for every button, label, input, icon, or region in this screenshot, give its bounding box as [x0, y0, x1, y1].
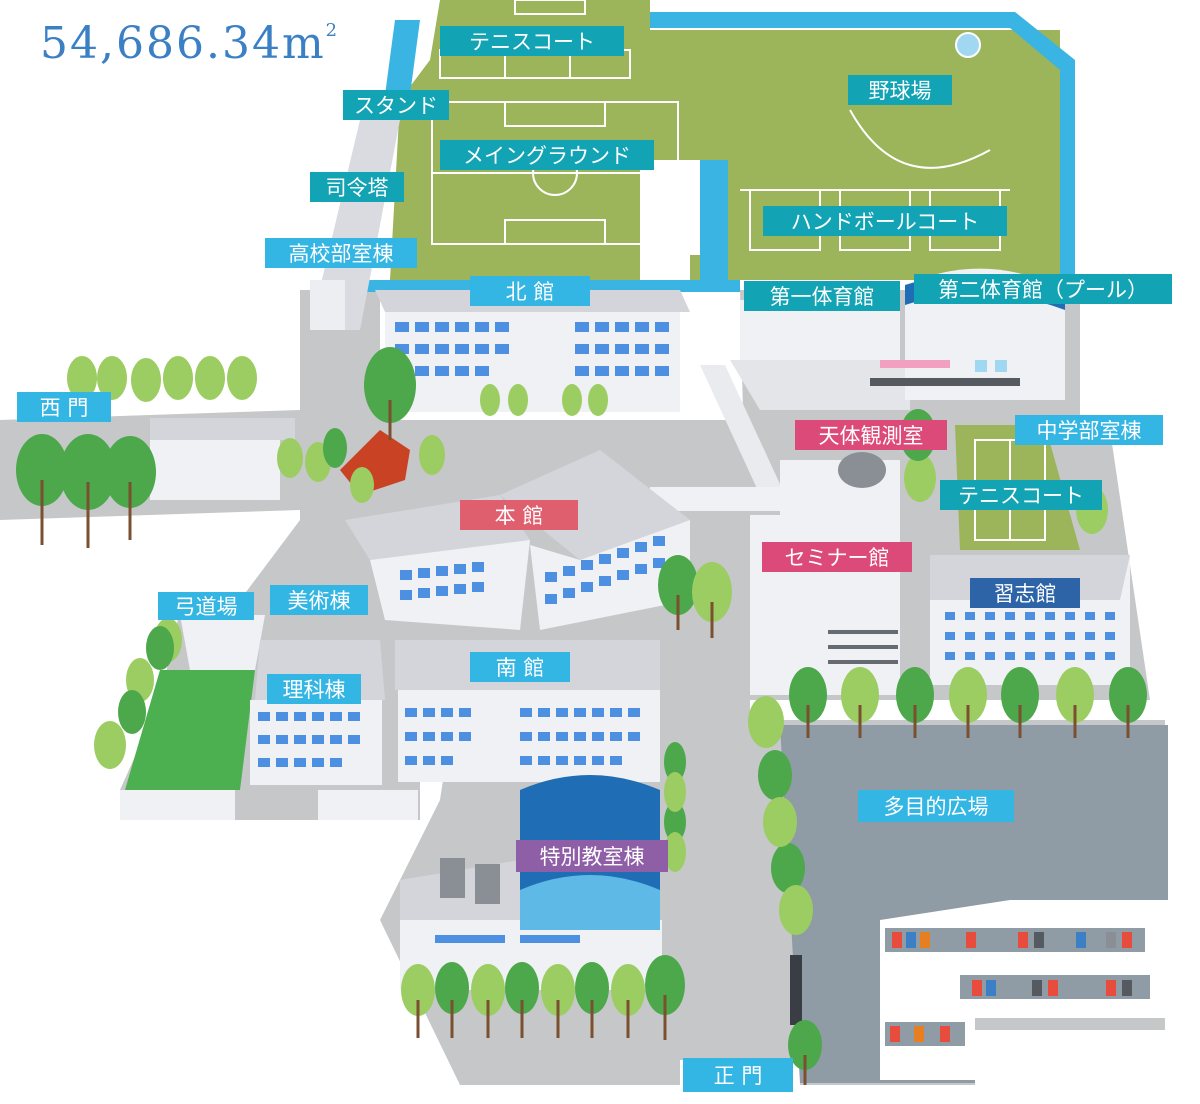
label-kyudojo[interactable]: 弓道場 — [158, 592, 254, 620]
label-gym1[interactable]: 第一体育館 — [744, 281, 900, 311]
label-seminar-hall[interactable]: セミナー館 — [762, 542, 912, 572]
site-area-value: 54,686.34 — [40, 18, 282, 69]
tree-trunks — [40, 400, 1130, 1085]
site-area-unit: m — [281, 18, 326, 69]
label-baseball[interactable]: 野球場 — [848, 75, 952, 105]
archery-field — [125, 670, 255, 790]
trees — [16, 347, 1147, 1085]
label-south-hall[interactable]: 南 館 — [470, 652, 570, 682]
label-science-building[interactable]: 理科棟 — [267, 674, 361, 704]
label-special-classroom[interactable]: 特別教室棟 — [516, 840, 668, 872]
tree — [789, 667, 1147, 723]
label-main-gate[interactable]: 正 門 — [683, 1058, 793, 1092]
label-handball-court[interactable]: ハンドボールコート — [763, 206, 1007, 236]
label-tennis-court-north[interactable]: テニスコート — [440, 26, 624, 56]
tree — [277, 384, 608, 503]
label-gym2[interactable]: 第二体育館（プール） — [914, 274, 1172, 304]
tree — [664, 742, 822, 1070]
label-jhs-club-building[interactable]: 中学部室棟 — [1015, 415, 1163, 445]
tree — [364, 347, 416, 423]
label-shushikan[interactable]: 習志館 — [970, 578, 1080, 608]
label-multipurpose-plaza[interactable]: 多目的広場 — [858, 790, 1014, 822]
tree — [435, 955, 685, 1015]
label-west-gate[interactable]: 西 門 — [17, 392, 111, 422]
tree — [664, 772, 813, 935]
label-observatory[interactable]: 天体観測室 — [795, 420, 947, 450]
tree — [401, 964, 645, 1016]
label-main-hall[interactable]: 本 館 — [460, 500, 578, 530]
label-hs-club-building[interactable]: 高校部室棟 — [265, 238, 417, 268]
tree — [94, 454, 1108, 769]
label-north-hall[interactable]: 北 館 — [470, 276, 590, 306]
tree — [748, 667, 1094, 748]
label-command-tower[interactable]: 司令塔 — [310, 172, 404, 202]
site-area-unit-sup: 2 — [325, 20, 340, 41]
label-stand[interactable]: スタンド — [343, 90, 449, 120]
label-art-building[interactable]: 美術棟 — [270, 585, 368, 615]
tree — [16, 434, 156, 510]
parked-cars — [890, 932, 1132, 1042]
site-area: 54,686.34m2 — [40, 18, 339, 69]
label-tennis-court-east[interactable]: テニスコート — [940, 480, 1102, 510]
tree — [323, 428, 698, 615]
label-main-ground[interactable]: メイングラウンド — [440, 140, 654, 170]
tree — [67, 356, 257, 402]
